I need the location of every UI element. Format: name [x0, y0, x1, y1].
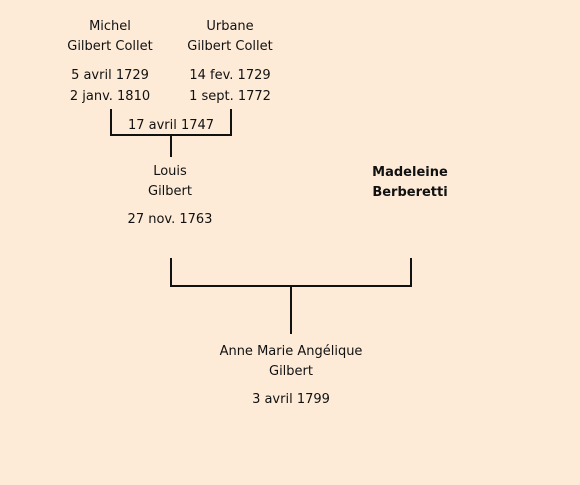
person-first-name: Madeleine — [372, 165, 448, 180]
person-birth-date: 27 nov. 1763 — [127, 212, 213, 227]
person-first-name: Michel — [89, 19, 131, 34]
person-last-name: Gilbert — [269, 364, 313, 379]
person-birth-date: 5 avril 1729 — [71, 68, 149, 83]
connector-madeleine-down — [410, 258, 412, 287]
connector-to-anne — [290, 287, 292, 334]
connector-couple-bar — [110, 134, 232, 136]
connector-couple-bar — [170, 285, 412, 287]
person-last-name: Gilbert Collet — [187, 39, 273, 54]
person-madeleine[interactable]: Madeleine Berberetti — [350, 163, 470, 203]
person-anne[interactable]: Anne Marie Angélique Gilbert 3 avril 179… — [191, 342, 391, 410]
marriage-date: 17 avril 1747 — [127, 118, 215, 133]
person-death-date: 2 janv. 1810 — [69, 89, 151, 104]
person-birth-date: 3 avril 1799 — [252, 392, 330, 407]
connector-to-louis — [170, 136, 172, 157]
person-first-name: Urbane — [206, 19, 254, 34]
person-first-name: Anne Marie Angélique — [219, 344, 363, 359]
person-first-name: Louis — [153, 164, 187, 179]
person-last-name: Gilbert — [148, 184, 192, 199]
connector-urbane-down — [230, 109, 232, 136]
person-louis[interactable]: Louis Gilbert 27 nov. 1763 — [110, 162, 230, 230]
person-urbane[interactable]: Urbane Gilbert Collet 14 fev. 1729 1 sep… — [170, 17, 290, 107]
person-birth-date: 14 fev. 1729 — [189, 68, 271, 83]
connector-michel-down — [110, 109, 112, 136]
person-last-name: Berberetti — [372, 185, 448, 200]
person-michel[interactable]: Michel Gilbert Collet 5 avril 1729 2 jan… — [50, 17, 170, 107]
connector-louis-down — [170, 258, 172, 287]
person-death-date: 1 sept. 1772 — [189, 89, 271, 104]
person-last-name: Gilbert Collet — [67, 39, 153, 54]
